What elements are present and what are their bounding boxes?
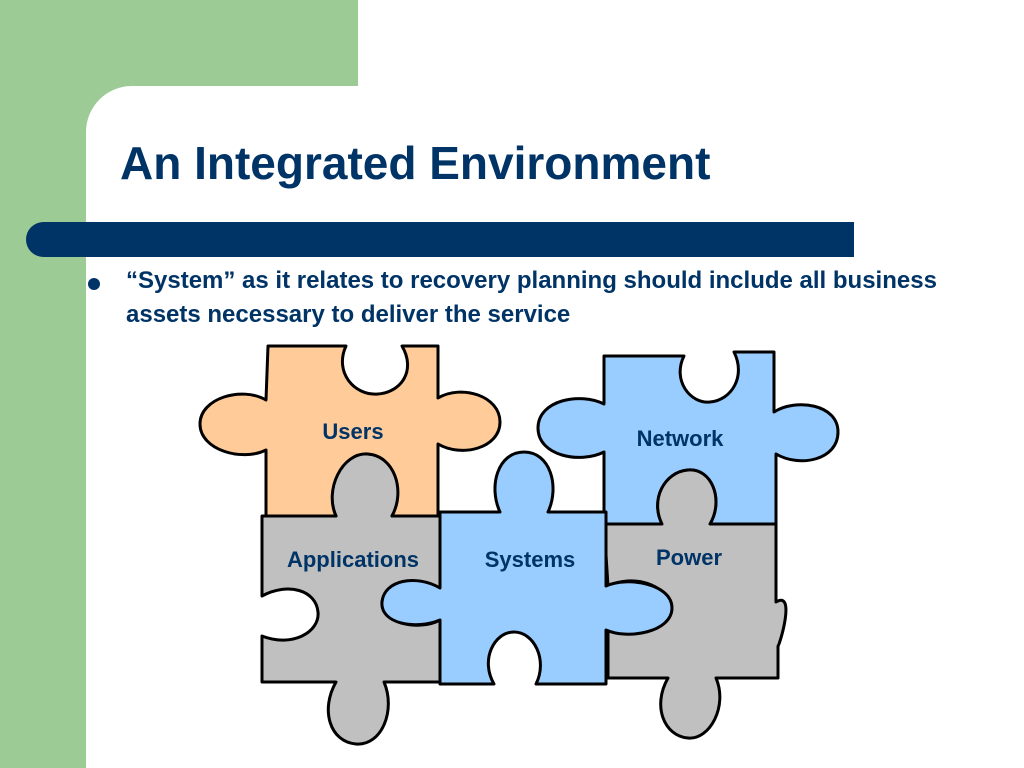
bullet-dot	[88, 278, 100, 290]
puzzle-piece-systems	[380, 450, 674, 686]
slide-title: An Integrated Environment	[120, 137, 711, 189]
label-systems: Systems	[485, 547, 576, 572]
label-power: Power	[656, 545, 722, 570]
puzzle-piece-users	[198, 344, 502, 518]
puzzle-diagram: Users Network Applications Power Systems	[198, 344, 840, 746]
title-underline-bar	[26, 222, 854, 257]
label-users: Users	[322, 419, 383, 444]
bullet-text: “System” as it relates to recovery plann…	[126, 267, 937, 328]
label-network: Network	[637, 426, 725, 451]
label-applications: Applications	[287, 547, 419, 572]
